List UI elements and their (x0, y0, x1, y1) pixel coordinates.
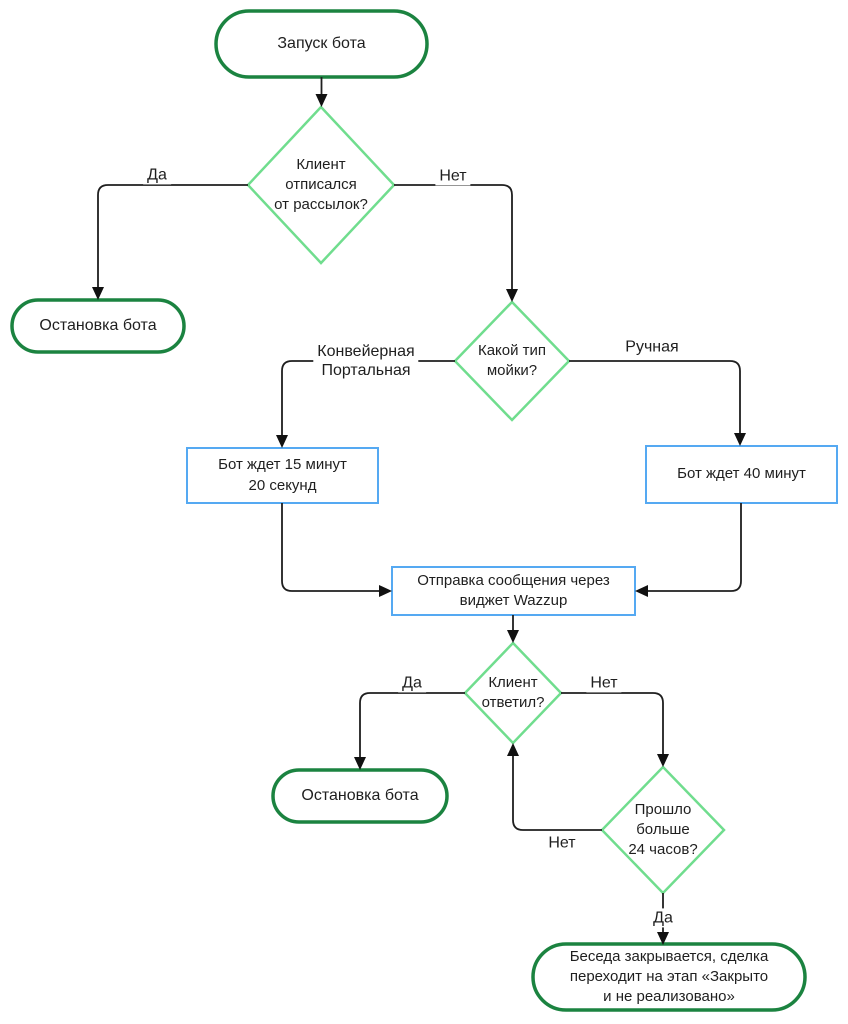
edge-wash-conveyor (281, 360, 455, 436)
edge-label-replied-yes: Да (398, 673, 426, 693)
edge-wait15-to-send (281, 503, 380, 592)
decision-unsubscribed-shape (246, 105, 396, 265)
arrowhead-icon (315, 94, 328, 107)
arrowhead-icon (635, 585, 648, 597)
arrowhead-icon (657, 754, 669, 767)
arrowhead-icon (92, 287, 104, 300)
edge-label-unsubscribed-no: Нет (435, 166, 471, 186)
edge-over24-no-loop (512, 755, 602, 831)
arrowhead-icon (276, 435, 288, 448)
decision-wash-type-shape (453, 300, 571, 422)
edge-label-wash-conveyor: Конвейерная Портальная (313, 341, 419, 381)
edge-label-unsubscribed-yes: Да (143, 165, 171, 185)
edge-label-replied-no: Нет (586, 673, 622, 693)
decision-client-replied-shape (463, 641, 563, 745)
end-node-shape (531, 942, 807, 1012)
arrowhead-icon (506, 289, 518, 302)
stop-node-1-shape (10, 298, 186, 354)
arrowhead-icon (507, 743, 519, 756)
decision-over-24h-shape (600, 765, 726, 895)
arrowhead-icon (734, 433, 746, 446)
edge-wash-manual (569, 360, 741, 434)
edge-unsubscribed-no (394, 184, 513, 290)
edge-replied-no (561, 692, 664, 755)
process-send-message-shape (391, 566, 636, 616)
edge-label-over24-yes: Да (649, 908, 677, 928)
process-wait-15min-shape (186, 447, 379, 504)
edge-wait40-to-send (647, 503, 742, 592)
arrowhead-icon (354, 757, 366, 770)
edge-label-loop-no: Нет (544, 833, 580, 853)
edge-label-wash-manual: Ручная (621, 337, 683, 357)
stop-node-2-shape (271, 768, 449, 824)
process-wait-40min-shape (645, 445, 838, 504)
arrowhead-icon (379, 585, 392, 597)
edge-unsubscribed-yes (97, 184, 248, 288)
start-node-shape (214, 9, 429, 79)
edge-replied-yes (359, 692, 465, 758)
arrowhead-icon (657, 932, 669, 945)
arrowhead-icon (507, 630, 519, 643)
